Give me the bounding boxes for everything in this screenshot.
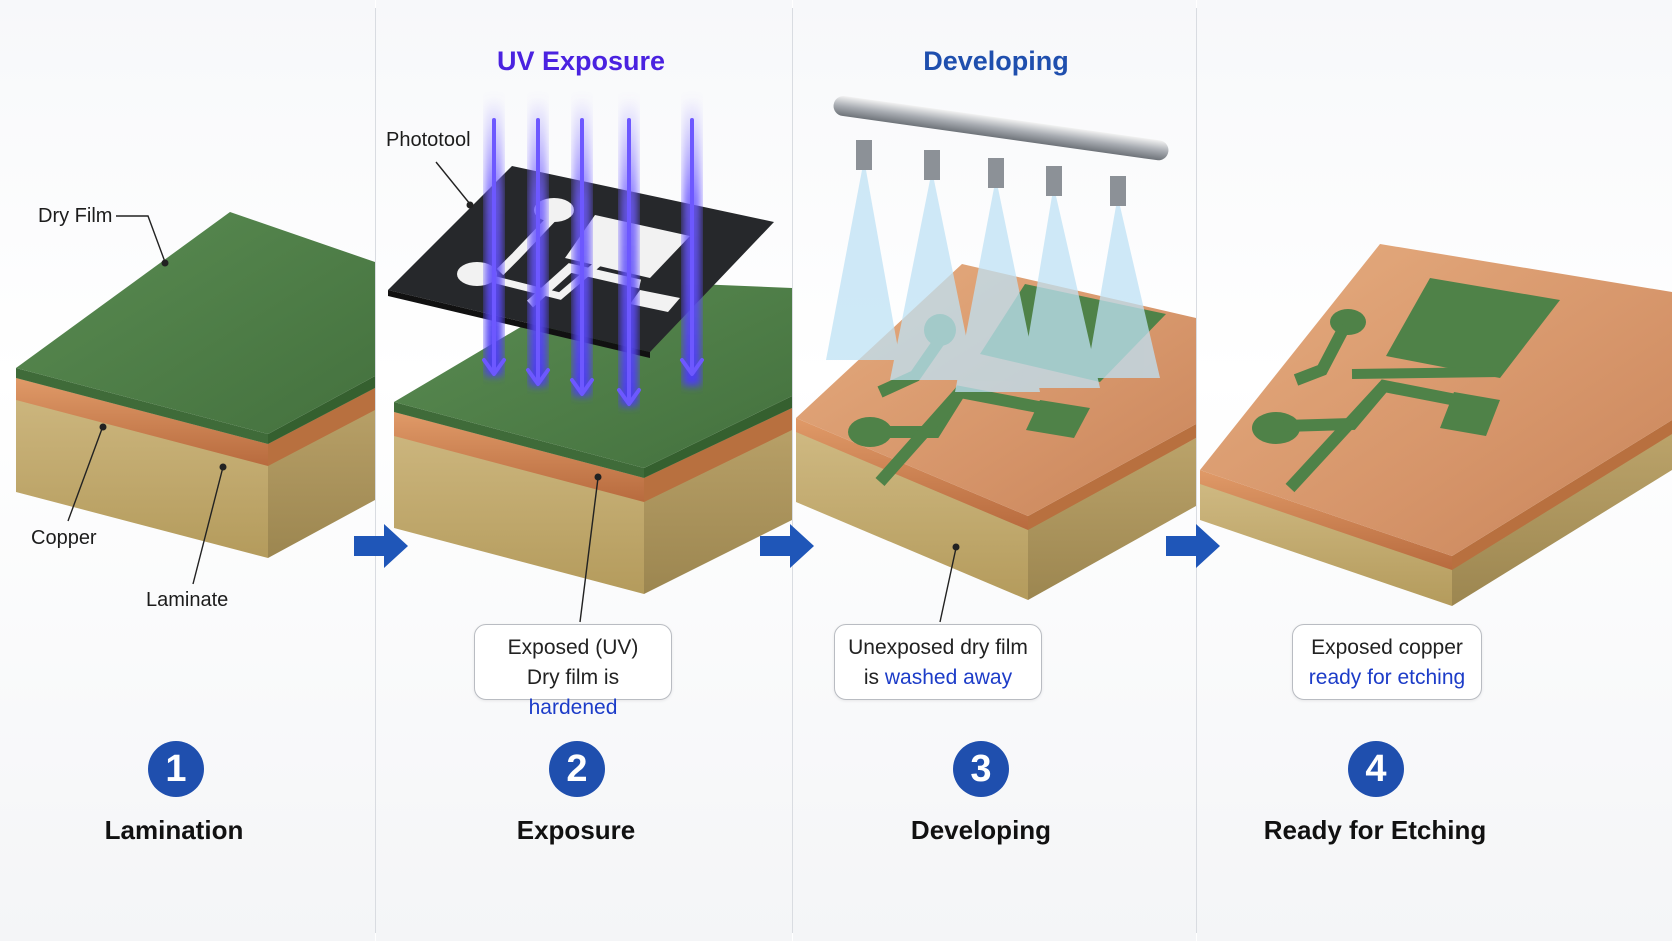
board-ready bbox=[1200, 244, 1672, 606]
callout-text: is bbox=[863, 666, 885, 689]
label-phototool: Phototool bbox=[386, 129, 471, 151]
callout-exposed-copper: Exposed copper ready for etching bbox=[1292, 624, 1482, 700]
callout-exposed-uv: Exposed (UV) Dry film is hardened bbox=[474, 624, 672, 719]
callout-line: Dry film is hardened bbox=[485, 663, 661, 723]
callout-line: Exposed copper bbox=[1311, 636, 1463, 659]
callout-highlight: washed away bbox=[884, 666, 1013, 689]
step-number-1: 1 bbox=[148, 741, 204, 797]
arrow-step-3-to-4 bbox=[1166, 524, 1220, 568]
leader-lines-panel2 bbox=[435, 161, 599, 623]
arrow-step-1-to-2 bbox=[354, 524, 408, 568]
callout-line: Exposed (UV) bbox=[507, 636, 639, 659]
leader-line-panel3 bbox=[939, 547, 957, 623]
label-copper: Copper bbox=[31, 527, 97, 549]
callout-highlight: ready for etching bbox=[1308, 666, 1466, 689]
panel-divider bbox=[792, 8, 793, 933]
label-dry-film: Dry Film bbox=[38, 205, 113, 227]
step-title-2: Exposure bbox=[516, 815, 636, 845]
step-title-1: Lamination bbox=[104, 815, 244, 845]
leader-lines-panel1 bbox=[67, 215, 224, 585]
label-laminate: Laminate bbox=[146, 589, 229, 611]
water-spray bbox=[826, 170, 1160, 392]
callout-unexposed: Unexposed dry film is washed away bbox=[834, 624, 1042, 700]
callout-line: Unexposed dry film bbox=[848, 636, 1028, 659]
panel-divider bbox=[375, 8, 376, 933]
uv-rays bbox=[482, 96, 704, 406]
step-number-2: 2 bbox=[549, 741, 605, 797]
callout-highlight: hardened bbox=[528, 696, 618, 719]
heading-uv-exposure: UV Exposure bbox=[496, 46, 666, 76]
callout-line: is washed away bbox=[845, 663, 1031, 693]
board-lamination bbox=[16, 212, 375, 558]
spray-bar bbox=[833, 96, 1169, 206]
heading-developing: Developing bbox=[923, 46, 1069, 76]
panel-divider bbox=[1196, 8, 1197, 933]
step-title-3: Developing bbox=[910, 815, 1052, 845]
step-number-4: 4 bbox=[1348, 741, 1404, 797]
step-number-3: 3 bbox=[953, 741, 1009, 797]
arrow-step-2-to-3 bbox=[760, 524, 814, 568]
step-arrows bbox=[354, 524, 1220, 568]
step-title-4: Ready for Etching bbox=[1263, 815, 1487, 845]
callout-text: Dry film is bbox=[526, 666, 620, 689]
